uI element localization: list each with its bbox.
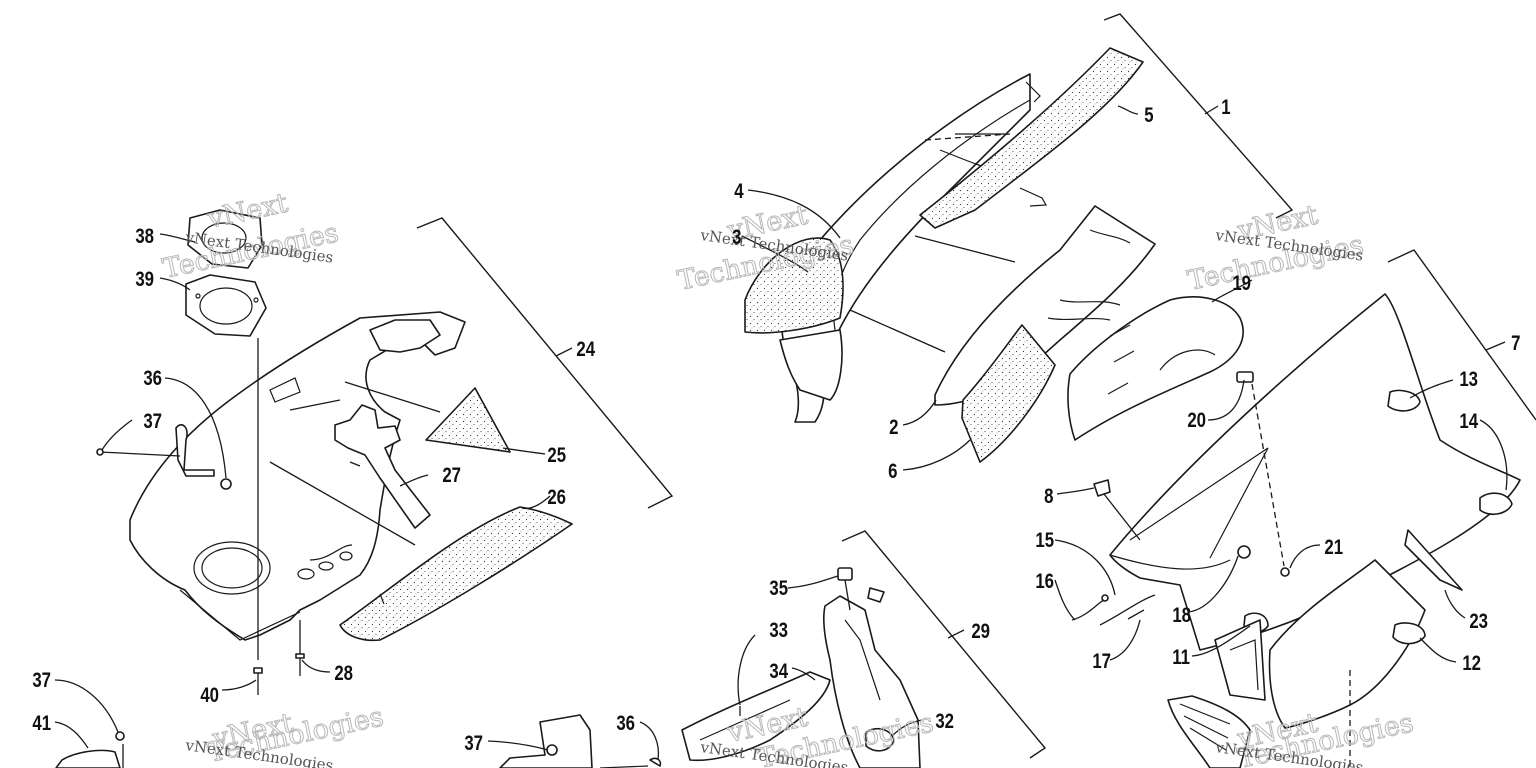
gaskets-38-39	[185, 209, 267, 660]
callout-14: 14	[1459, 410, 1478, 433]
callout-6: 6	[888, 460, 897, 483]
assembly-bracket-7	[1387, 249, 1536, 421]
callout-19: 19	[1232, 272, 1251, 295]
callout-11: 11	[1172, 646, 1190, 669]
callout-labels: 1 5 4 3 2 6 19 20 7 13 14 8 15 16 21 18 …	[32, 96, 1520, 755]
callout-13: 13	[1459, 368, 1478, 391]
hood-insulation-5	[919, 47, 1144, 229]
nose-liner-34	[681, 671, 831, 762]
assembly-bracket-29	[841, 530, 1047, 759]
assembly-bracket-24	[416, 217, 674, 509]
callout-7: 7	[1511, 332, 1520, 355]
callout-2: 2	[889, 416, 898, 439]
bottom-left-brackets	[55, 714, 662, 768]
callout-39: 39	[135, 268, 154, 291]
callout-20: 20	[1187, 409, 1206, 432]
callout-5: 5	[1144, 104, 1154, 127]
hood-leader-lines	[849, 133, 1016, 353]
callout-3: 3	[732, 226, 741, 249]
watermark-bottom-right: Technologies vNext vNext Technologies	[1213, 707, 1416, 768]
vent-grille	[1167, 695, 1251, 768]
watermark-top-right: Technologies vNext vNext Technologies	[1185, 199, 1367, 297]
callout-17: 17	[1092, 650, 1111, 673]
belly-pan-insulation-27	[334, 404, 431, 529]
hood-insulation-6	[961, 324, 1056, 463]
belly-pan-insulation-25	[425, 387, 511, 453]
side-panel-lower	[1214, 529, 1463, 729]
callout-21: 21	[1324, 536, 1343, 559]
belly-pan-hardware	[96, 424, 305, 695]
callout-8: 8	[1044, 485, 1053, 508]
callout-15: 15	[1035, 529, 1054, 552]
callout-40: 40	[200, 684, 219, 707]
watermark-top-left: Technologies vNext vNext Technologies	[160, 187, 342, 285]
callout-37-bottom-left: 37	[32, 669, 51, 692]
callout-28: 28	[334, 662, 353, 685]
callout-18: 18	[1172, 604, 1191, 627]
callout-12: 12	[1462, 652, 1481, 675]
callout-37-left: 37	[143, 410, 162, 433]
callout-25: 25	[547, 444, 566, 467]
belly-pan-insulation-26	[339, 506, 573, 642]
belly-pan-24	[129, 311, 466, 641]
callout-34: 34	[769, 660, 788, 683]
callout-27: 27	[442, 464, 461, 487]
callout-36-left: 36	[143, 367, 162, 390]
callout-32: 32	[935, 710, 954, 733]
callout-16: 16	[1035, 570, 1054, 593]
callout-33: 33	[769, 619, 788, 642]
callout-29: 29	[971, 620, 990, 643]
side-panel-hardware	[1071, 371, 1351, 768]
callout-4: 4	[734, 180, 744, 203]
nose-cover-29	[823, 595, 921, 768]
callout-35: 35	[769, 577, 788, 600]
callout-26: 26	[547, 486, 566, 509]
nose-hardware	[739, 567, 885, 716]
callout-37-bottom-center: 37	[464, 732, 483, 755]
side-panel-19	[1067, 296, 1244, 441]
callout-41: 41	[32, 712, 51, 735]
assembly-bracket-1	[1103, 13, 1294, 219]
callout-36-bottom-center: 36	[616, 712, 635, 735]
callout-1: 1	[1221, 96, 1231, 119]
callout-38: 38	[135, 225, 154, 248]
callout-leaders	[54, 105, 1508, 761]
callout-23: 23	[1469, 610, 1488, 633]
callout-24: 24	[576, 338, 595, 361]
watermark-bottom-left: Technologies vNext vNext Technologies	[183, 701, 386, 768]
